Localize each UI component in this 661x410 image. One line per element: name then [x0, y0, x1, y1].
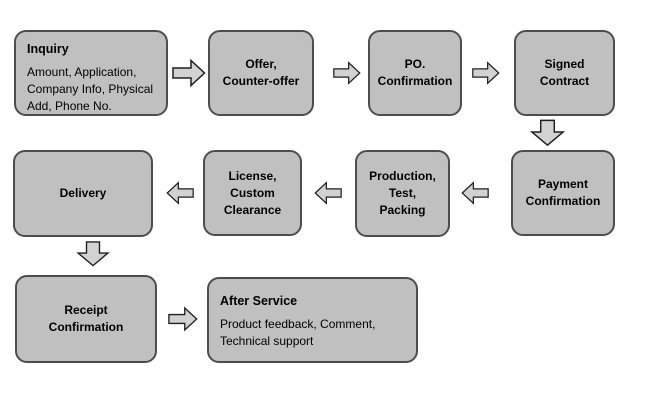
right-arrow-icon-receipt-to-after-service: [168, 305, 198, 333]
right-arrow-icon-inquiry-to-offer: [172, 58, 206, 88]
node-license-custom-clearance: License, Custom Clearance: [203, 150, 302, 236]
node-production-test-packing: Production, Test, Packing: [355, 150, 450, 237]
node-after-service: After Service Product feedback, Comment,…: [207, 277, 418, 363]
node-inquiry-body: Amount, Application, Company Info, Physi…: [27, 65, 154, 113]
left-arrow-icon-payment-to-production: [461, 180, 489, 206]
node-inquiry-title: Inquiry: [27, 42, 69, 56]
node-after-service-body: Product feedback, Comment, Technical sup…: [220, 317, 376, 348]
node-receipt-confirmation: Receipt Confirmation: [15, 275, 157, 363]
left-arrow-icon-production-to-license: [314, 180, 342, 206]
node-payment-confirmation-label: Payment Confirmation: [525, 177, 601, 208]
node-license-custom-clearance-label: License, Custom Clearance: [223, 168, 282, 217]
down-arrow-icon-signed-to-payment: [530, 119, 565, 147]
node-offer: Offer, Counter-offer: [208, 30, 314, 116]
node-po-confirmation-label: PO. Confirmation: [377, 57, 453, 88]
down-arrow-icon-delivery-to-receipt: [76, 241, 110, 267]
node-after-service-title: After Service: [220, 294, 298, 308]
node-signed-contract-label: Signed Contract: [539, 57, 590, 88]
node-delivery: Delivery: [13, 150, 153, 237]
node-payment-confirmation: Payment Confirmation: [511, 150, 615, 236]
node-inquiry: Inquiry Amount, Application, Company Inf…: [14, 30, 168, 116]
node-offer-label: Offer, Counter-offer: [222, 57, 300, 88]
node-receipt-confirmation-label: Receipt Confirmation: [48, 303, 124, 334]
left-arrow-icon-license-to-delivery: [166, 180, 194, 206]
node-delivery-label: Delivery: [59, 186, 107, 200]
right-arrow-icon-po-to-signed: [472, 60, 500, 86]
node-signed-contract: Signed Contract: [514, 30, 615, 116]
node-production-test-packing-label: Production, Test, Packing: [369, 169, 436, 217]
right-arrow-icon-offer-to-po: [333, 60, 361, 86]
node-po-confirmation: PO. Confirmation: [368, 30, 462, 116]
